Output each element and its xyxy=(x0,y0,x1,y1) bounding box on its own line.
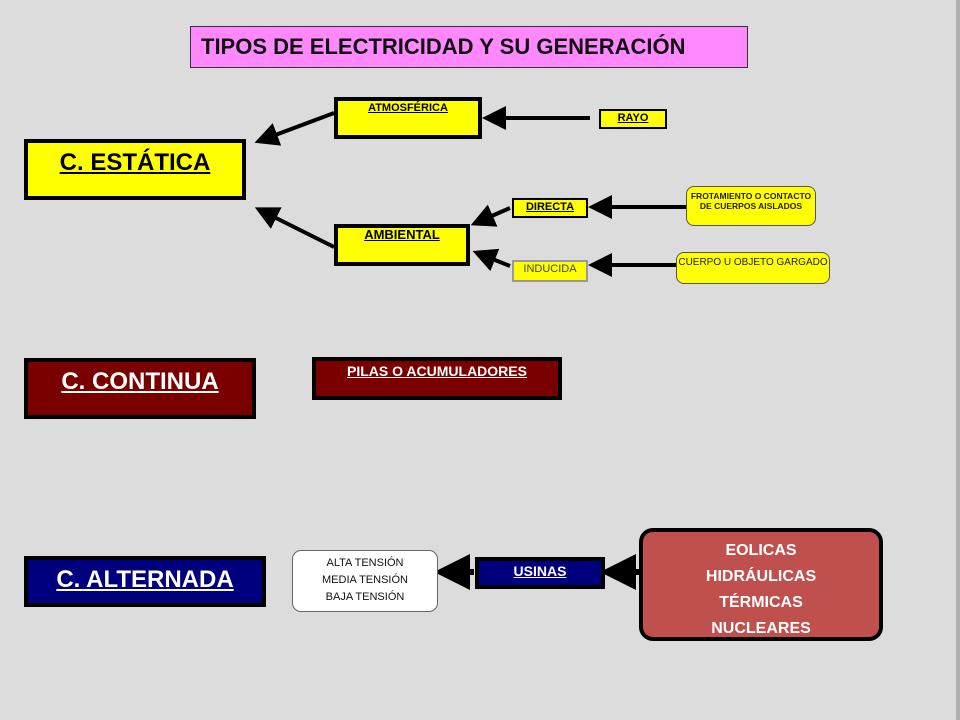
fuente-termicas: TÉRMICAS xyxy=(719,594,803,611)
node-cuerpo: CUERPO U OBJETO GARGADO xyxy=(676,252,830,284)
arrow-atmos-to-estatica xyxy=(254,111,335,146)
node-frotamiento: FROTAMIENTO O CONTACTO DE CUERPOS AISLAD… xyxy=(686,186,816,226)
node-c-continua: C. CONTINUA xyxy=(24,358,256,419)
node-fuentes: EOLICAS HIDRÁULICAS TÉRMICAS NUCLEARES xyxy=(639,528,883,641)
node-c-alterna: C. ALTERNADA xyxy=(24,556,266,607)
page-title: TIPOS DE ELECTRICIDAD Y SU GENERACIÓN xyxy=(190,26,748,68)
arrow-ambiental-to-estatica xyxy=(254,207,335,249)
arrow-directa-to-ambiental xyxy=(470,204,511,227)
node-ambiental: AMBIENTAL xyxy=(334,224,470,266)
arrow-inducida-to-ambiental xyxy=(472,248,511,272)
node-usinas: USINAS xyxy=(475,557,605,589)
right-edge-bar xyxy=(956,0,960,720)
node-c-estatica: C. ESTÁTICA xyxy=(24,139,246,200)
fuente-nucleares: NUCLEARES xyxy=(711,620,811,637)
voltaje-baja: BAJA TENSIÓN xyxy=(325,591,405,603)
node-directa: DIRECTA xyxy=(512,198,588,218)
fuente-hidraulicas: HIDRÁULICAS xyxy=(705,568,817,585)
node-voltajes: ALTA TENSIÓN MEDIA TENSIÓN BAJA TENSIÓN xyxy=(292,550,438,612)
fuente-eolicas: EOLICAS xyxy=(725,542,797,559)
node-atmosferica: ATMOSFÉRICA xyxy=(334,97,482,139)
voltaje-alta: ALTA TENSIÓN xyxy=(326,557,404,569)
node-inducida: INDUCIDA xyxy=(512,260,588,282)
voltaje-media: MEDIA TENSIÓN xyxy=(322,574,408,586)
node-pilas: PILAS O ACUMULADORES xyxy=(312,357,562,400)
node-rayo: RAYO xyxy=(599,109,667,129)
